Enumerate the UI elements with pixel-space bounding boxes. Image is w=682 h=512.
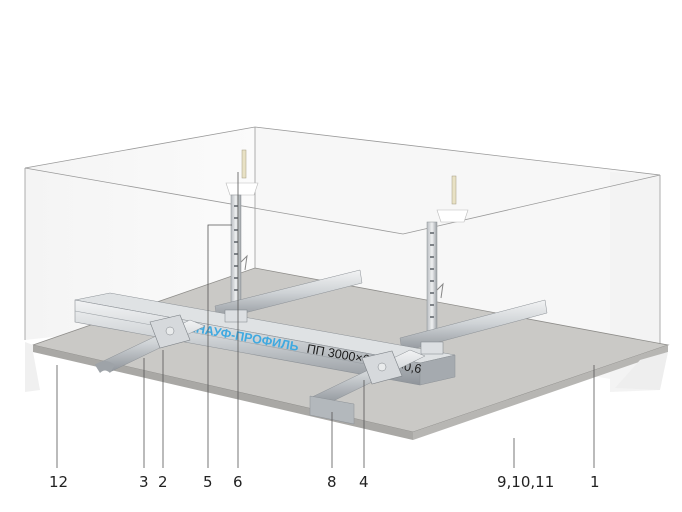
- left-wall: [25, 127, 255, 340]
- profile-u-end: [309, 395, 355, 425]
- callout-label: 6: [233, 473, 243, 491]
- hanger-wire: [240, 254, 248, 271]
- wall-strip-left: [25, 342, 40, 392]
- main-profile-end: [419, 354, 456, 386]
- leader-lines: [56, 172, 595, 468]
- anchor-bolt: [451, 175, 457, 205]
- callout-label: 4: [359, 473, 369, 491]
- callout-label: 8: [327, 473, 337, 491]
- wall-strip-right: [615, 352, 668, 390]
- room-edge: [402, 174, 661, 235]
- anchor-plate: [436, 209, 469, 223]
- hanger-clip: [224, 309, 248, 323]
- callout-label: 1: [590, 473, 600, 491]
- callout-label: 3: [139, 473, 149, 491]
- room-edge: [24, 126, 256, 169]
- room-edge: [254, 126, 661, 176]
- callout-label: 12: [49, 473, 69, 491]
- hanger-clip: [420, 341, 444, 355]
- board-edge-right: [413, 345, 668, 440]
- connectors: [149, 309, 444, 385]
- callout-label: 5: [203, 473, 213, 491]
- anchor-plate: [225, 182, 259, 196]
- leader-line: [207, 224, 232, 468]
- anchor-bolt: [241, 149, 247, 179]
- callout-label: 2: [158, 473, 168, 491]
- cross-profile-end: [95, 361, 115, 373]
- rear-profiles: [214, 269, 548, 353]
- callout-label: 9,10,11: [497, 473, 555, 491]
- hanger-front: [225, 149, 259, 326]
- hanger-wire: [436, 282, 444, 299]
- room-edge: [24, 167, 404, 235]
